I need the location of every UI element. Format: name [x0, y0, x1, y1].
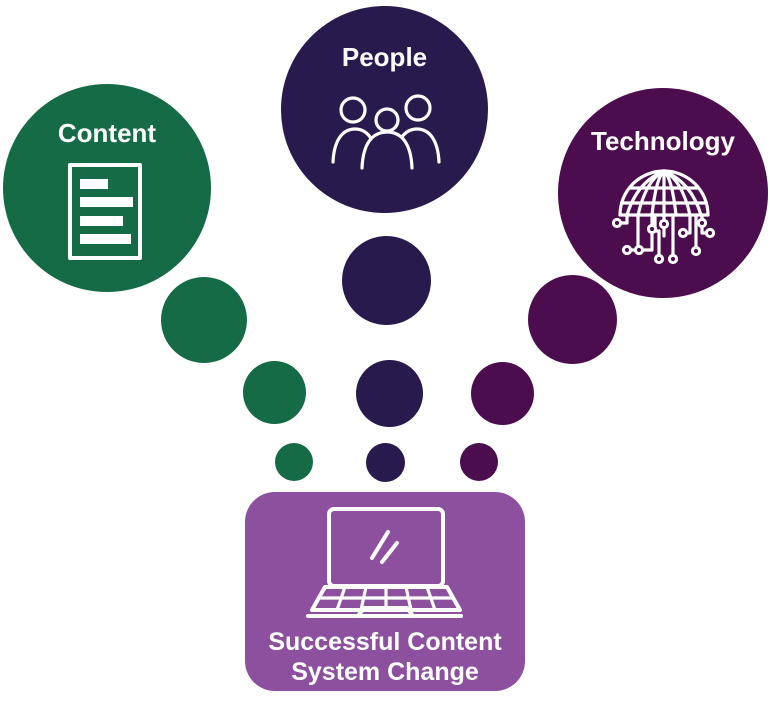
content-node-label: Content: [57, 118, 157, 148]
result-label-line2: System Change: [291, 658, 479, 686]
technology-flow-dot-medium: [471, 362, 534, 425]
people-icon: [331, 94, 441, 170]
technology-flow-dot-small: [460, 443, 498, 481]
people-flow-dot-medium: [356, 360, 423, 427]
result-label: Successful Content System Change: [235, 627, 535, 687]
result-card: Successful Content System Change: [245, 492, 525, 691]
document-icon: [68, 163, 142, 260]
people-node-label: People: [341, 42, 428, 72]
people-flow-dot-large: [342, 236, 431, 325]
result-label-line1: Successful Content: [268, 628, 502, 656]
people-node-circle: People: [281, 6, 488, 213]
content-node-circle: Content: [3, 84, 211, 292]
content-flow-dot-large: [161, 277, 247, 363]
technology-flow-dot-large: [528, 275, 617, 364]
laptop-icon: [306, 507, 463, 618]
globe-circuit-icon: [611, 169, 716, 265]
content-flow-dot-medium: [243, 361, 306, 424]
technology-node-circle: Technology: [558, 88, 768, 298]
technology-node-label: Technology: [591, 126, 735, 156]
content-flow-dot-small: [275, 443, 313, 481]
people-flow-dot-small: [366, 443, 405, 482]
